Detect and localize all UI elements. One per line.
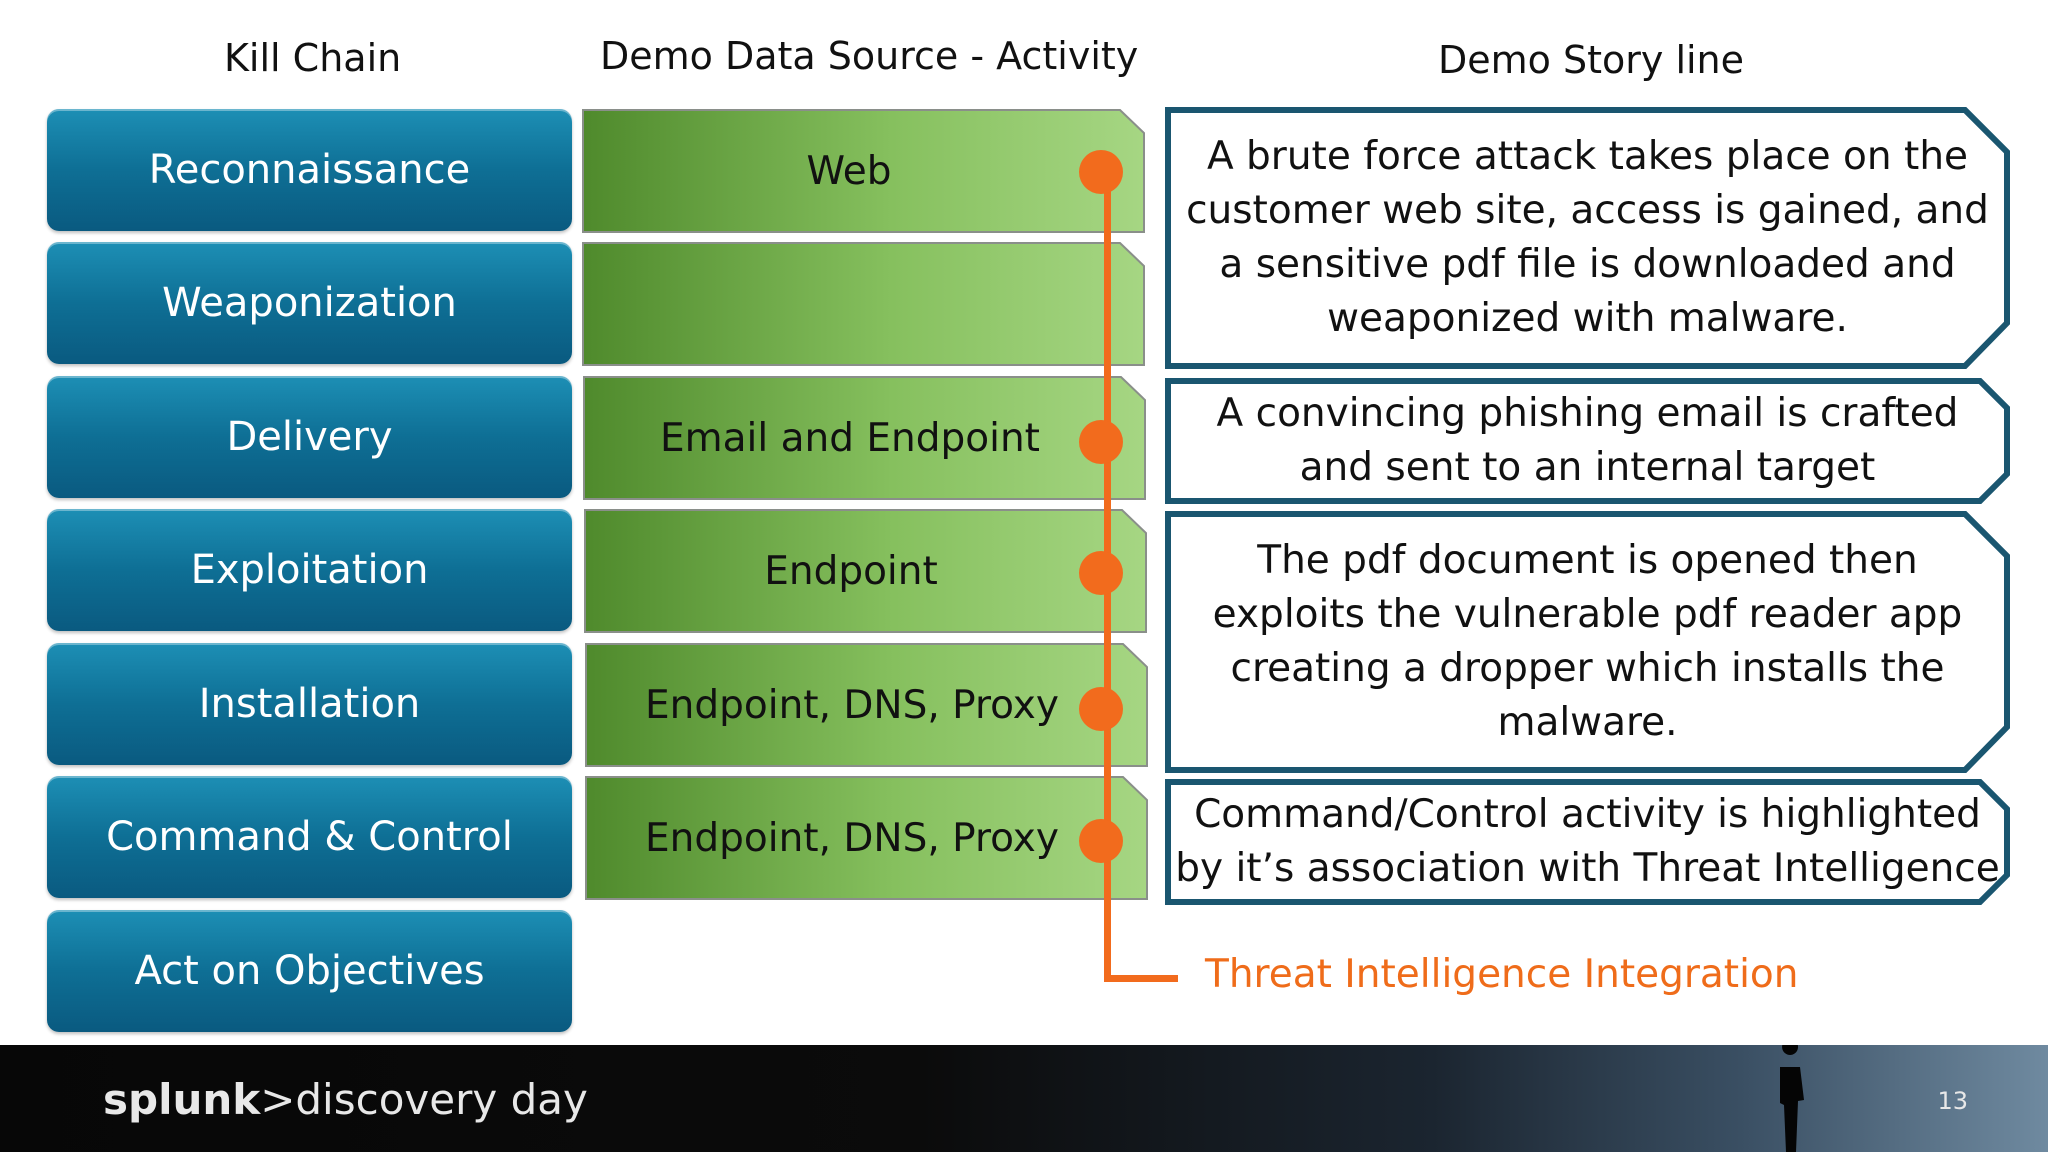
kill-chain-reconnaissance: Reconnaissance <box>47 109 572 231</box>
story-line-header: Demo Story line <box>1438 38 1745 82</box>
timeline-dot-command-control <box>1079 819 1123 863</box>
splunk-logo: splunk>discovery day <box>103 1075 588 1124</box>
threat-intel-label: Threat Intelligence Integration <box>1205 952 1799 997</box>
kill-chain-act-on-objectives: Act on Objectives <box>47 910 572 1032</box>
kill-chain-weaponization: Weaponization <box>47 242 572 364</box>
data-source-email-endpoint: Email and Endpoint <box>583 376 1147 500</box>
data-source-web: Web <box>582 109 1146 233</box>
page-number: 13 <box>1937 1087 1968 1115</box>
data-source-endpoint-dns-proxy-1: Endpoint, DNS, Proxy <box>585 643 1149 767</box>
story-box-recon-weaponization: A brute force attack takes place on the … <box>1165 107 2010 369</box>
story-box-exploitation-installation: The pdf document is opened then exploits… <box>1165 511 2010 773</box>
story-box-delivery: A convincing phishing email is crafted a… <box>1165 378 2010 504</box>
threat-intel-connector <box>1104 975 1178 982</box>
data-source-header: Demo Data Source - Activity <box>600 34 1139 78</box>
timeline-dot-exploitation <box>1079 551 1123 595</box>
kill-chain-installation: Installation <box>47 643 572 765</box>
timeline-dot-installation <box>1079 687 1123 731</box>
person-silhouette-icon <box>1780 1045 1804 1152</box>
kill-chain-header: Kill Chain <box>224 36 402 80</box>
kill-chain-command-control: Command & Control <box>47 776 572 898</box>
footer-bar: splunk>discovery day 13 <box>0 1045 2048 1152</box>
data-source-endpoint: Endpoint <box>584 509 1148 633</box>
data-source-endpoint-dns-proxy-2: Endpoint, DNS, Proxy <box>585 776 1149 900</box>
kill-chain-delivery: Delivery <box>47 376 572 498</box>
story-box-command-control: Command/Control activity is highlighted … <box>1165 779 2010 905</box>
timeline-dot-web <box>1079 150 1123 194</box>
kill-chain-exploitation: Exploitation <box>47 509 572 631</box>
data-source-weaponization <box>582 242 1146 366</box>
timeline-dot-delivery <box>1079 420 1123 464</box>
